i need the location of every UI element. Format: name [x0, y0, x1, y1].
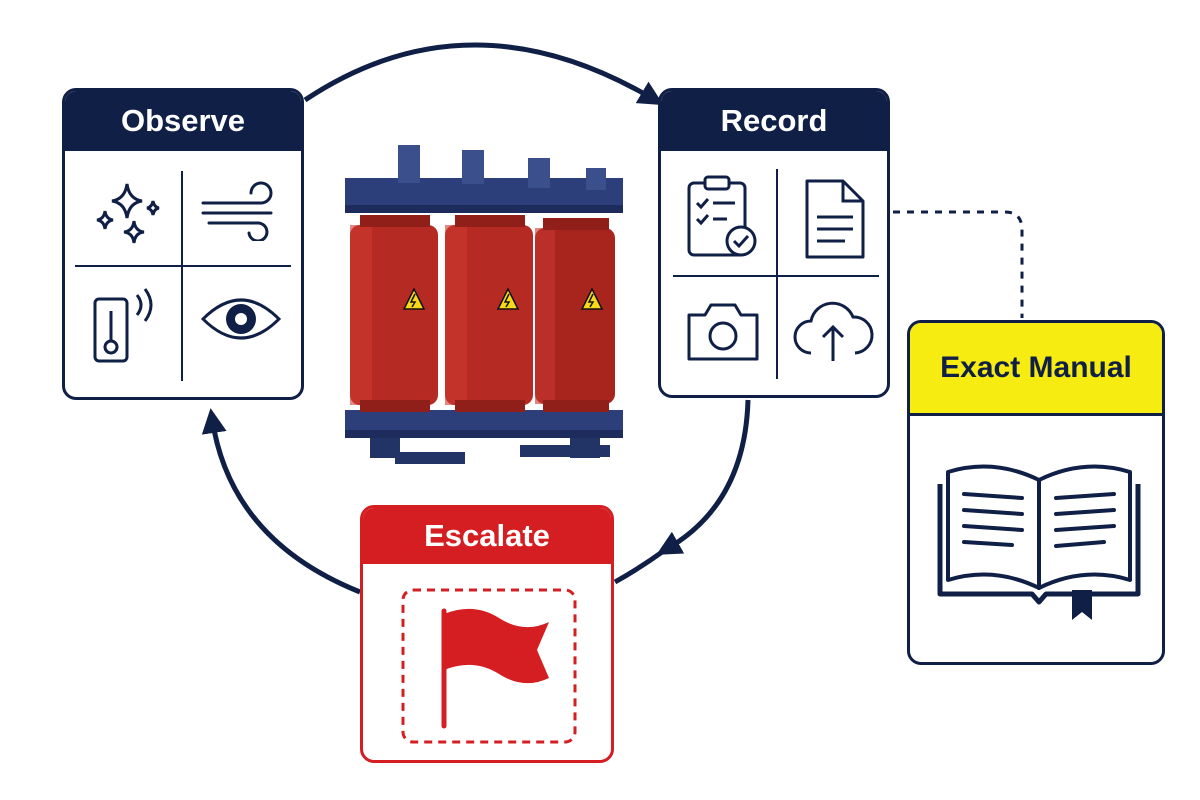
- red-flag-icon: [401, 588, 577, 744]
- eye-icon: [200, 298, 282, 340]
- sparkle-icon: [96, 183, 160, 244]
- arrow-record-to-escalate-tail: [613, 547, 667, 585]
- observe-title: Observe: [65, 91, 301, 151]
- camera-icon: [687, 303, 759, 361]
- checklist-clipboard-icon: [687, 175, 757, 257]
- arrow-observe-to-record: [303, 42, 664, 106]
- record-card: Record: [658, 88, 890, 398]
- wind-icon: [201, 181, 273, 241]
- cloud-upload-icon: [793, 301, 874, 361]
- high-voltage-warning-icon: [402, 287, 604, 310]
- exact-manual-card: Exact Manual: [907, 320, 1165, 665]
- observe-card: Observe: [62, 88, 304, 400]
- thermometer-sensor-icon: [93, 288, 153, 363]
- escalate-card: Escalate: [360, 505, 614, 763]
- record-title: Record: [661, 91, 887, 151]
- open-book-icon: [937, 464, 1141, 620]
- arrow-escalate-to-observe: [201, 408, 361, 595]
- exact-manual-title: Exact Manual: [910, 323, 1162, 416]
- transformer-image: [345, 145, 623, 464]
- escalate-title: Escalate: [363, 508, 611, 564]
- document-icon: [805, 179, 865, 259]
- arrow-record-to-escalate: [656, 399, 751, 555]
- dashed-connector-record-to-manual: [893, 210, 1024, 318]
